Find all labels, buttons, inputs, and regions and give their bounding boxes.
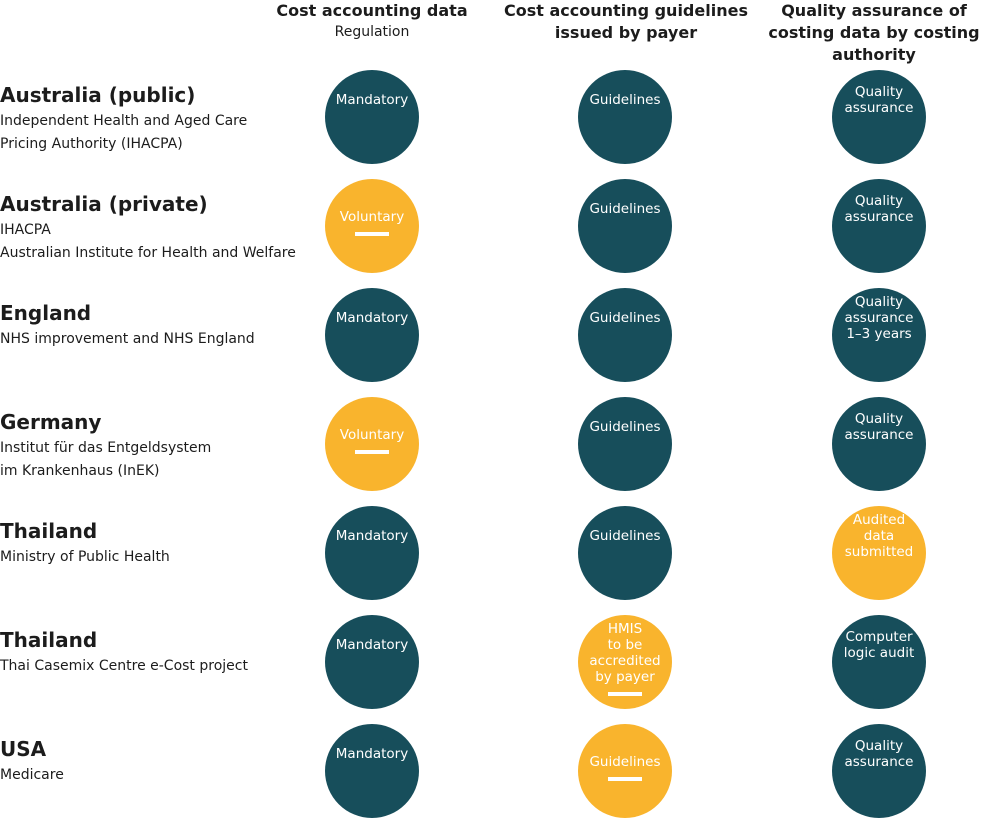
circle-label: Quality — [854, 294, 904, 310]
column-header-quality-assurance: Quality assurance of costing data by cos… — [749, 0, 999, 66]
circle-label: Mandatory — [335, 92, 409, 108]
underline-bar — [608, 777, 642, 781]
circle-label: Guidelines — [589, 310, 661, 326]
circle-label: Quality — [854, 738, 904, 754]
circle-label: Guidelines — [589, 201, 661, 217]
organization-line: IHACPA — [0, 222, 51, 238]
organization-line: Thai Casemix Centre e-Cost project — [0, 658, 248, 674]
circle-label: Guidelines — [589, 754, 661, 770]
circle-label: Quality — [854, 193, 904, 209]
circle-label: Computer — [845, 629, 913, 645]
organization: NHS improvement and NHS England — [0, 328, 255, 351]
column-header-guidelines: Cost accounting guidelines issued by pay… — [501, 0, 751, 44]
circle-label: Mandatory — [335, 528, 409, 544]
country-name: USA — [0, 737, 47, 761]
organization-line: Ministry of Public Health — [0, 549, 170, 565]
column-title: Cost accounting guidelines issued by pay… — [504, 1, 748, 42]
circle-label: by payer — [595, 669, 655, 685]
organization-line: Pricing Authority (IHACPA) — [0, 136, 183, 152]
status-circle: Mandatory — [325, 70, 419, 164]
circle-label: assurance — [844, 754, 914, 770]
organization-line: NHS improvement and NHS England — [0, 331, 255, 347]
circle-label: HMIS — [607, 621, 643, 637]
organization-line: Medicare — [0, 767, 64, 783]
country-name: England — [0, 301, 92, 325]
status-circle: Guidelines — [578, 70, 672, 164]
circle-label: assurance — [844, 310, 914, 326]
circle-label: Quality — [854, 411, 904, 427]
organization-line: Australian Institute for Health and Welf… — [0, 245, 296, 261]
circle-label: assurance — [844, 100, 914, 116]
country-name: Thailand — [0, 628, 98, 652]
circle-label: Audited — [852, 512, 906, 528]
country-name: Australia (private) — [0, 192, 208, 216]
country-name: Australia (public) — [0, 83, 196, 107]
circle-label: Guidelines — [589, 419, 661, 435]
organization-line: im Krankenhaus (InEK) — [0, 463, 160, 479]
column-title: Cost accounting data — [276, 1, 468, 20]
organization: Thai Casemix Centre e-Cost project — [0, 655, 248, 678]
circle-label: submitted — [844, 544, 914, 560]
circle-label: Guidelines — [589, 528, 661, 544]
circle-label: to be — [607, 637, 643, 653]
status-circle: Voluntary — [325, 179, 419, 273]
status-circle: Guidelines — [578, 506, 672, 600]
circle-label: Voluntary — [339, 209, 405, 225]
circle-label: data — [863, 528, 895, 544]
circle-label: Guidelines — [589, 92, 661, 108]
column-subtitle: Regulation — [334, 24, 410, 40]
underline-bar — [355, 450, 389, 454]
country-name: Germany — [0, 410, 102, 434]
table-row: Australia (public) Independent Health and… — [0, 70, 1000, 180]
status-circle: Guidelines — [578, 288, 672, 382]
circle-label: Voluntary — [339, 427, 405, 443]
underline-bar — [355, 232, 389, 236]
organization: IHACPA Australian Institute for Health an… — [0, 219, 296, 265]
organization-line: Independent Health and Aged Care — [0, 113, 248, 129]
circle-label: assurance — [844, 209, 914, 225]
circle-label: Mandatory — [335, 637, 409, 653]
table-row: Australia (private) IHACPA Australian Inst… — [0, 179, 1000, 289]
circle-label: assurance — [844, 427, 914, 443]
underline-bar — [608, 692, 642, 696]
status-circle: Guidelines — [578, 179, 672, 273]
circle-label: 1–3 years — [846, 326, 912, 342]
organization: Institut für das Entgeldsystem im Kranken… — [0, 437, 211, 483]
circle-label: accredited — [589, 653, 661, 669]
status-circle: Mandatory — [325, 615, 419, 709]
column-header-regulation: Cost accounting data Regulation — [247, 0, 497, 42]
organization-line: Institut für das Entgeldsystem — [0, 440, 212, 456]
circle-label: Quality — [854, 84, 904, 100]
country-name: Thailand — [0, 519, 98, 543]
status-circle: Mandatory — [325, 288, 419, 382]
status-circle: Guidelines — [578, 397, 672, 491]
status-circle: Guidelines — [578, 724, 672, 818]
column-title: Quality assurance of costing data by cos… — [768, 1, 980, 64]
circle-label: logic audit — [843, 645, 915, 661]
status-circle: Voluntary — [325, 397, 419, 491]
status-circle: Mandatory — [325, 724, 419, 818]
circle-label: Mandatory — [335, 746, 409, 762]
status-circle: Mandatory — [325, 506, 419, 600]
organization: Medicare — [0, 764, 64, 787]
circle-label: Mandatory — [335, 310, 409, 326]
organization: Ministry of Public Health — [0, 546, 170, 569]
